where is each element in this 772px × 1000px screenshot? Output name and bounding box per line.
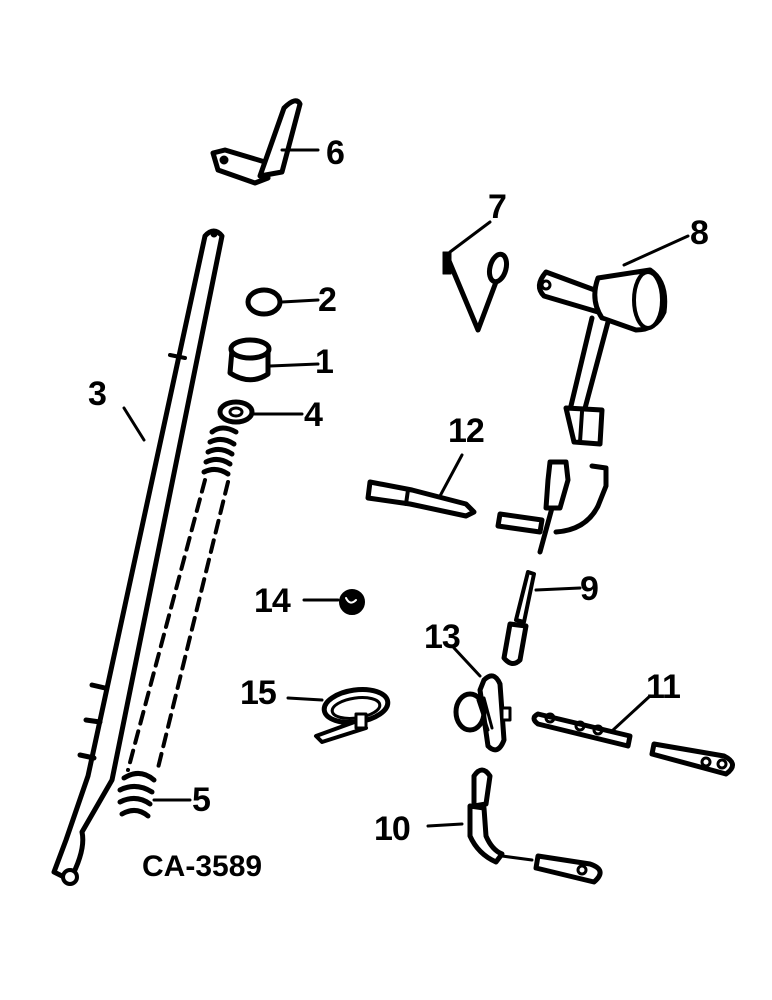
callout-9: 9: [580, 570, 599, 608]
part-11-connector-icon: [531, 694, 735, 777]
callout-8: 8: [690, 214, 709, 252]
callout-4: 4: [304, 396, 323, 434]
spring-top-icon: [201, 425, 239, 477]
callout-3: 3: [88, 375, 107, 413]
figure-id-label: CA-3589: [142, 850, 263, 883]
callout-10: 10: [374, 810, 411, 848]
callout-5: 5: [192, 781, 211, 819]
callout-12: 12: [448, 412, 485, 450]
callout-14: 14: [254, 582, 291, 620]
part-8-lever-icon: [537, 234, 690, 447]
callout-1: 1: [315, 343, 334, 381]
part-7-cotter-pin-icon: [442, 220, 510, 333]
wiring-harness-icon: [495, 459, 609, 555]
part-15-clamp-icon: [286, 687, 391, 744]
part-10-bent-lead-icon: [426, 767, 603, 885]
callout-13: 13: [424, 618, 461, 656]
callout-6: 6: [326, 134, 345, 172]
callout-11: 11: [646, 668, 681, 706]
spring-dashed-outline: [126, 478, 230, 772]
callout-2: 2: [318, 281, 337, 319]
part-4-washer-icon: [217, 399, 304, 425]
callout-15: 15: [240, 674, 277, 712]
part-3-rod-icon: [51, 228, 225, 886]
part-14-nut-icon: [302, 589, 365, 615]
part-12-pin-icon: [365, 453, 477, 519]
part-2-cap-icon: [245, 287, 320, 317]
part-1-bushing-icon: [227, 337, 320, 383]
part-13-switch-icon: [452, 646, 512, 753]
part-9-lead-icon: [501, 570, 582, 666]
callout-7: 7: [488, 188, 507, 226]
part-6-bracket-icon: [210, 98, 320, 186]
part-5-spring-icon: [117, 771, 192, 819]
